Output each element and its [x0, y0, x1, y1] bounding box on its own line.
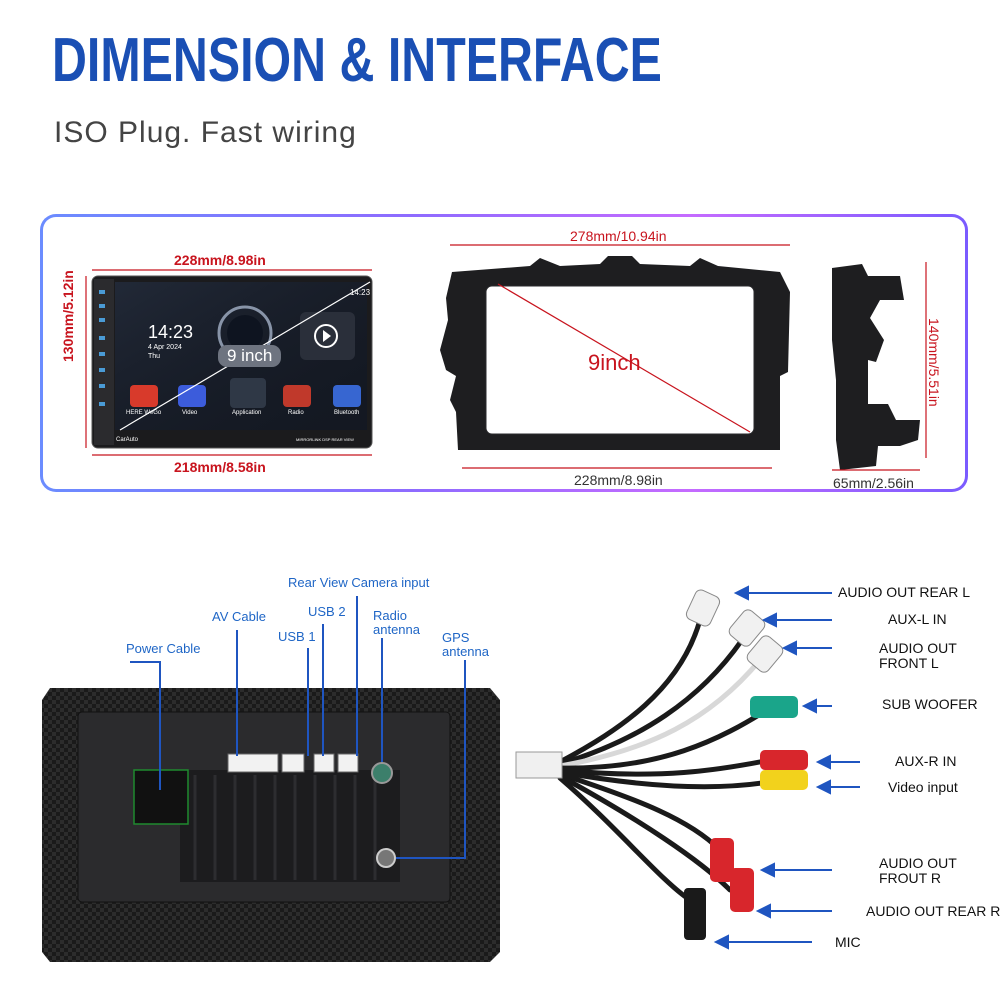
page-title: DIMENSION & INTERFACE: [52, 26, 662, 95]
harness-label-aux-l: AUX-L IN: [888, 611, 947, 627]
usb1-label: USB 1: [278, 629, 316, 644]
wire-mic: [557, 775, 693, 903]
app-icon-bluetooth: [333, 385, 361, 407]
app-icon-video: [178, 385, 206, 407]
harness-plug: [515, 751, 563, 779]
harness-label-video: Video input: [888, 779, 958, 795]
unit-width-bottom-label: 218mm/8.58in: [174, 459, 266, 475]
app-icon-here: [130, 385, 158, 407]
app-label-application: Application: [232, 410, 262, 416]
app-label-bluetooth: Bluetooth: [334, 410, 360, 416]
status-bar-time: 14:23: [350, 288, 371, 297]
rear-camera-label: Rear View Camera input: [288, 575, 430, 590]
app-label-here: HERE WeGo: [126, 410, 162, 416]
screen-date: 4 Apr 2024: [148, 344, 182, 351]
frame-depth-label: 65mm/2.56in: [833, 475, 914, 491]
gps-antenna-label: GPS antenna: [442, 630, 489, 659]
harness-label-mic: MIC: [835, 934, 861, 950]
usb1-connector: [281, 753, 305, 773]
harness-label-front-l: AUDIO OUT FRONT L: [879, 640, 957, 672]
plug-rear-r: [730, 868, 754, 912]
power-cable-callout: [130, 661, 161, 790]
wire-aux-r: [557, 757, 773, 777]
av-connector: [227, 753, 279, 773]
usb2-label: USB 2: [308, 604, 346, 619]
app-label-radio: Radio: [288, 410, 304, 416]
frame-width-top-label: 278mm/10.94in: [570, 228, 667, 244]
wire-front-l: [557, 657, 763, 769]
wire-rear-r: [557, 773, 733, 893]
page-subtitle: ISO Plug. Fast wiring: [54, 116, 357, 149]
wire-rear-l: [557, 617, 703, 765]
app-icon-radio: [283, 385, 311, 407]
harness-label-sub: SUB WOOFER: [882, 696, 978, 712]
plug-rear-l: [685, 589, 721, 627]
unit-width-top-label: 228mm/8.98in: [174, 252, 266, 268]
wire-front-r: [557, 771, 723, 853]
frame-width-bottom-label: 228mm/8.98in: [574, 472, 663, 488]
harness-label-rear-l: AUDIO OUT REAR L: [838, 584, 970, 600]
harness-label-rear-r: AUDIO OUT REAR R: [866, 903, 1000, 919]
plug-mic: [684, 888, 706, 940]
side-buttons: [99, 290, 105, 406]
plug-aux-l: [728, 609, 766, 647]
av-cable-label: AV Cable: [212, 609, 266, 624]
unit-feature-label: MIRRORLINK DSP REAR VIEW: [296, 437, 354, 442]
app-label-video: Video: [182, 410, 198, 416]
unit-brand-label: CarAuto: [116, 437, 139, 443]
frame-diagonal: [497, 283, 751, 433]
wire-aux-l: [557, 637, 745, 767]
plug-video: [760, 770, 808, 790]
gps-antenna-port: [376, 848, 396, 868]
frame-screen-size-label: 9inch: [588, 350, 641, 375]
screen-day: Thu: [148, 353, 161, 360]
gps-antenna-callout: [396, 660, 466, 859]
camera-connector: [337, 753, 359, 773]
app-icon-application: [230, 378, 266, 408]
plug-sub: [750, 696, 798, 718]
unit-screen-size-badge: 9 inch: [218, 345, 282, 367]
plug-aux-r: [760, 750, 808, 770]
frame-side: [832, 264, 920, 470]
frame-opening: [485, 285, 755, 435]
plug-front-l: [746, 635, 784, 673]
wire-sub: [557, 705, 773, 771]
harness-label-aux-r: AUX-R IN: [895, 753, 957, 769]
harness-label-front-r: AUDIO OUT FROUT R: [879, 855, 957, 887]
plug-front-r: [710, 838, 734, 882]
power-cable-label: Power Cable: [126, 641, 201, 656]
radio-antenna-port: [371, 762, 393, 784]
heatsink: [180, 770, 400, 882]
radio-antenna-label: Radio antenna: [373, 608, 420, 637]
screen-clock: 14:23: [148, 322, 194, 342]
play-icon: [314, 324, 338, 348]
